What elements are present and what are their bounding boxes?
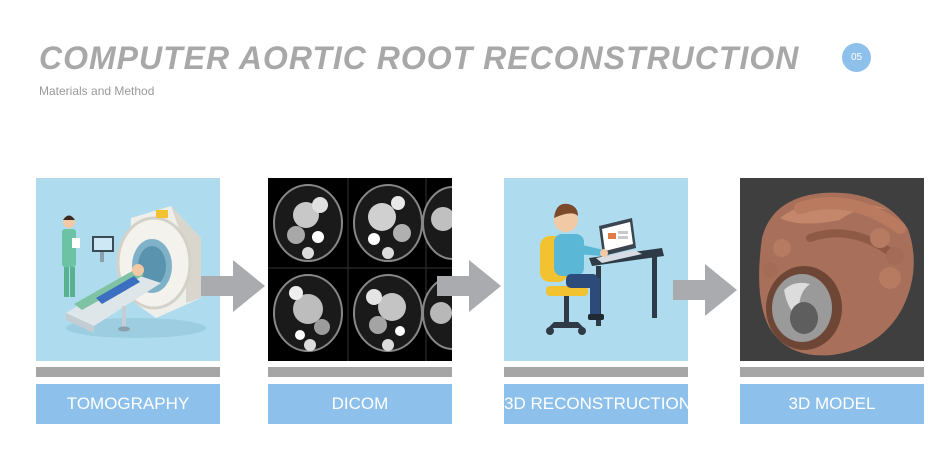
aortic-root-3d-model-icon — [740, 178, 924, 361]
arrow-right-icon — [201, 260, 265, 312]
step-divider-bar — [268, 367, 452, 377]
page-number-badge: 05 — [842, 43, 871, 72]
step-label-3d-reconstruction: 3D RECONSTRUCTION — [504, 384, 691, 424]
ct-slices-image-icon — [268, 178, 452, 361]
step-label-3d-model: 3D MODEL — [740, 384, 924, 424]
step-divider-bar — [36, 367, 220, 377]
step-label-tomography: TOMOGRAPHY — [36, 384, 220, 424]
step-label-dicom: DICOM — [268, 384, 452, 424]
step-divider-bar — [504, 367, 688, 377]
step-3d-model: 3D MODEL — [740, 178, 924, 424]
step-divider-bar — [740, 367, 924, 377]
step-3d-reconstruction: 3D RECONSTRUCTION — [504, 178, 691, 424]
page-subtitle: Materials and Method — [39, 84, 155, 98]
step-tomography: TOMOGRAPHY — [36, 178, 220, 424]
arrow-right-icon — [437, 260, 501, 312]
person-at-computer-illustration-icon — [504, 178, 688, 361]
arrow-right-icon — [673, 264, 737, 316]
step-dicom: DICOM — [268, 178, 452, 424]
ct-scanner-illustration-icon — [36, 178, 220, 361]
page-title: COMPUTER AORTIC ROOT RECONSTRUCTION — [39, 40, 800, 76]
